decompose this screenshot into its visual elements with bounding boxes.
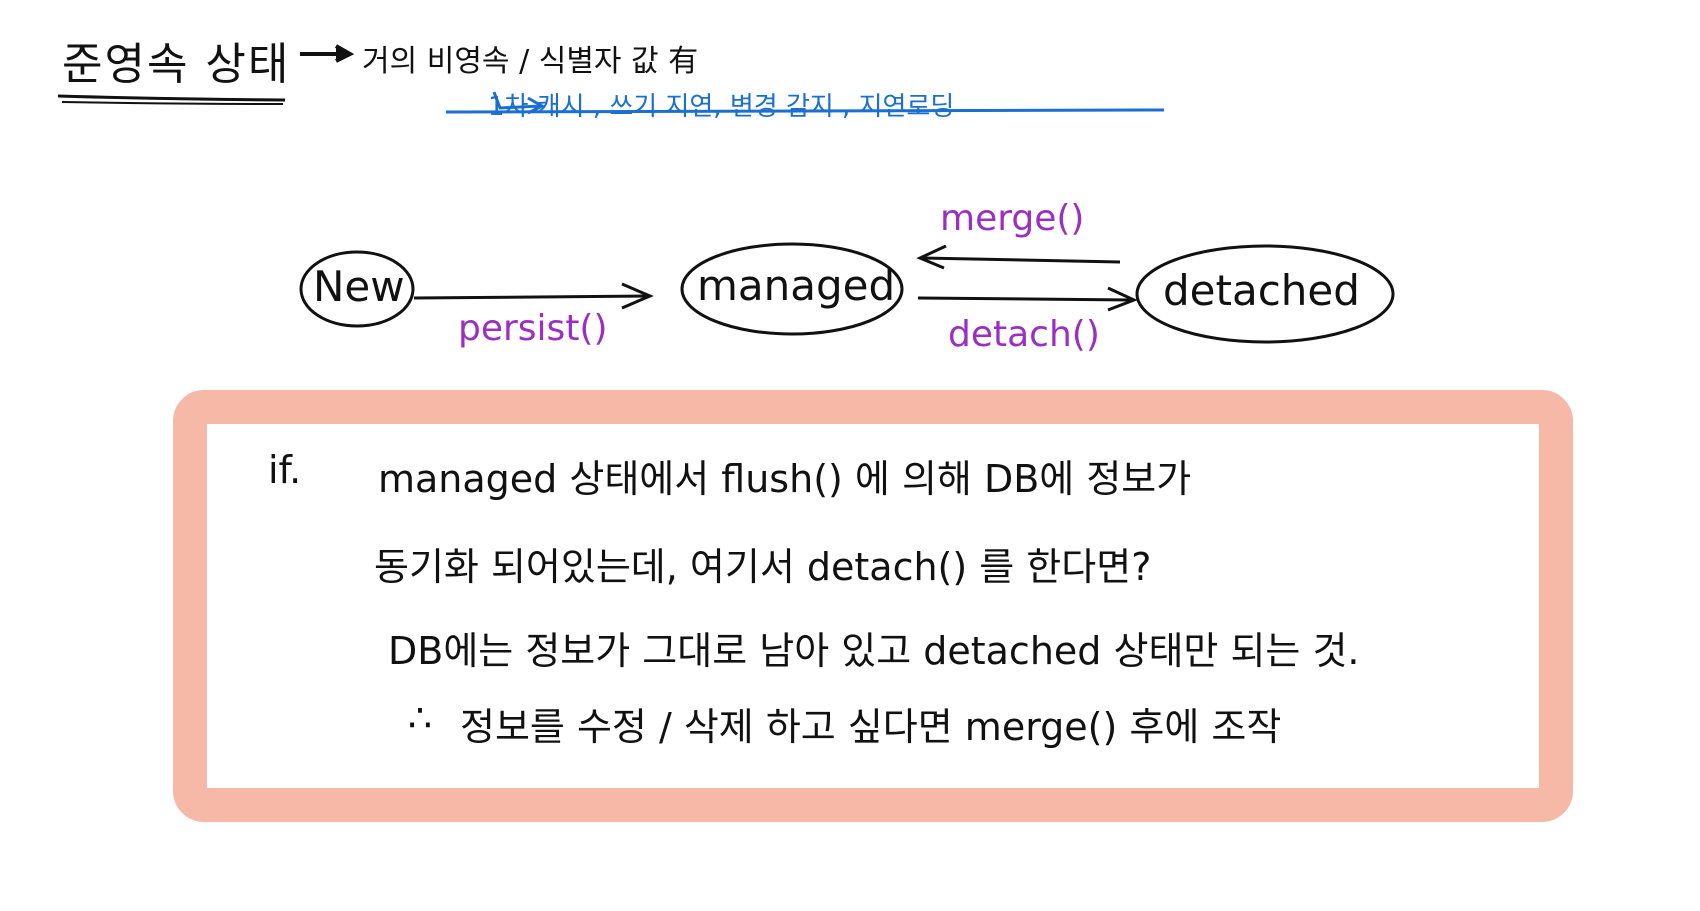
node-managed-label: managed [697, 261, 896, 310]
node-new-outline [299, 250, 415, 328]
edge-merge-label: merge() [940, 198, 1085, 239]
edge-persist-label: persist() [458, 308, 608, 349]
note-line-4: 정보를 수정 / 삭제 하고 싶다면 merge() 후에 조작 [460, 705, 1282, 749]
header-arrow-head [335, 44, 355, 63]
node-new-label: New [313, 262, 405, 311]
lost-features-note: 1차 캐시 , 쓰기 지연, 변경 감지 , 지연로딩 [488, 92, 955, 122]
persist-arrow-head [621, 282, 654, 310]
blue-hook-arrow [492, 91, 546, 115]
page-title: 준영속 상태 [62, 39, 291, 90]
merge-arrow-head [916, 244, 947, 270]
detach-arrow-head [1107, 286, 1138, 312]
note-box-border [173, 390, 1573, 822]
note-line-1-prefix: if. [268, 448, 302, 492]
note-line-3: DB에는 정보가 그대로 남아 있고 detached 상태만 되는 것. [388, 629, 1360, 673]
blue-strike-line [445, 108, 1165, 114]
note-line-1: managed 상태에서 flush() 에 의해 DB에 정보가 [378, 457, 1192, 501]
persist-arrow [413, 294, 649, 300]
node-detached-label: detached [1163, 266, 1360, 315]
note-line-2: 동기화 되어있는데, 여기서 detach() 를 한다면? [374, 545, 1152, 589]
title-underline [57, 94, 286, 102]
detach-arrow [917, 296, 1133, 302]
header-note: 거의 비영속 / 식별자 값 有 [362, 44, 699, 79]
node-detached-outline [1135, 244, 1395, 344]
node-managed-outline [680, 242, 904, 336]
title-underline-2 [61, 101, 284, 105]
merge-arrow [921, 256, 1121, 264]
note-line-4-prefix: ∴ [408, 696, 433, 740]
edge-detach-label: detach() [948, 314, 1100, 355]
